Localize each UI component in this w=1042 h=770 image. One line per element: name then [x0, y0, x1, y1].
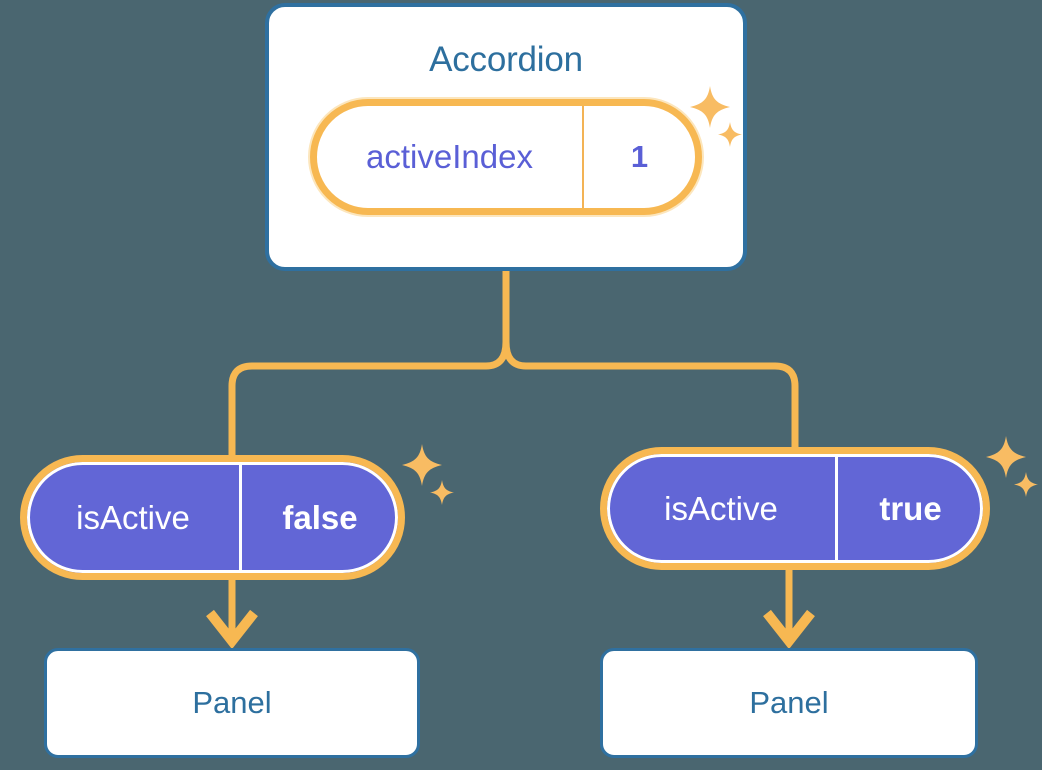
panel-box-right[interactable]: Panel [600, 648, 978, 758]
state-value-label: true [879, 489, 942, 527]
pill-divider [582, 106, 584, 208]
sparkle-four-point-large-icon [402, 444, 454, 505]
state-key-label: isActive [76, 498, 190, 536]
state-pill-body: isActive false [20, 455, 405, 580]
state-key-label: isActive [664, 489, 778, 527]
state-value-label: false [282, 498, 358, 536]
state-pill-activeindex[interactable]: activeIndex 1 [308, 97, 704, 217]
state-key-label: activeIndex [366, 138, 533, 175]
state-pill-isactive-false[interactable]: isActive false [20, 455, 405, 580]
state-value-label: 1 [630, 139, 649, 174]
pill-divider [835, 457, 838, 560]
state-pill-isactive-true[interactable]: isActive true [600, 447, 990, 570]
panel-label: Panel [192, 685, 272, 720]
page-title: Accordion [429, 40, 583, 79]
panel-label: Panel [749, 685, 829, 720]
state-pill-body: activeIndex 1 [308, 97, 704, 217]
pill-divider [239, 465, 242, 570]
panel-box-left[interactable]: Panel [44, 648, 420, 758]
state-pill-body: isActive true [600, 447, 990, 570]
sparkle-four-point-large-icon [986, 436, 1038, 497]
